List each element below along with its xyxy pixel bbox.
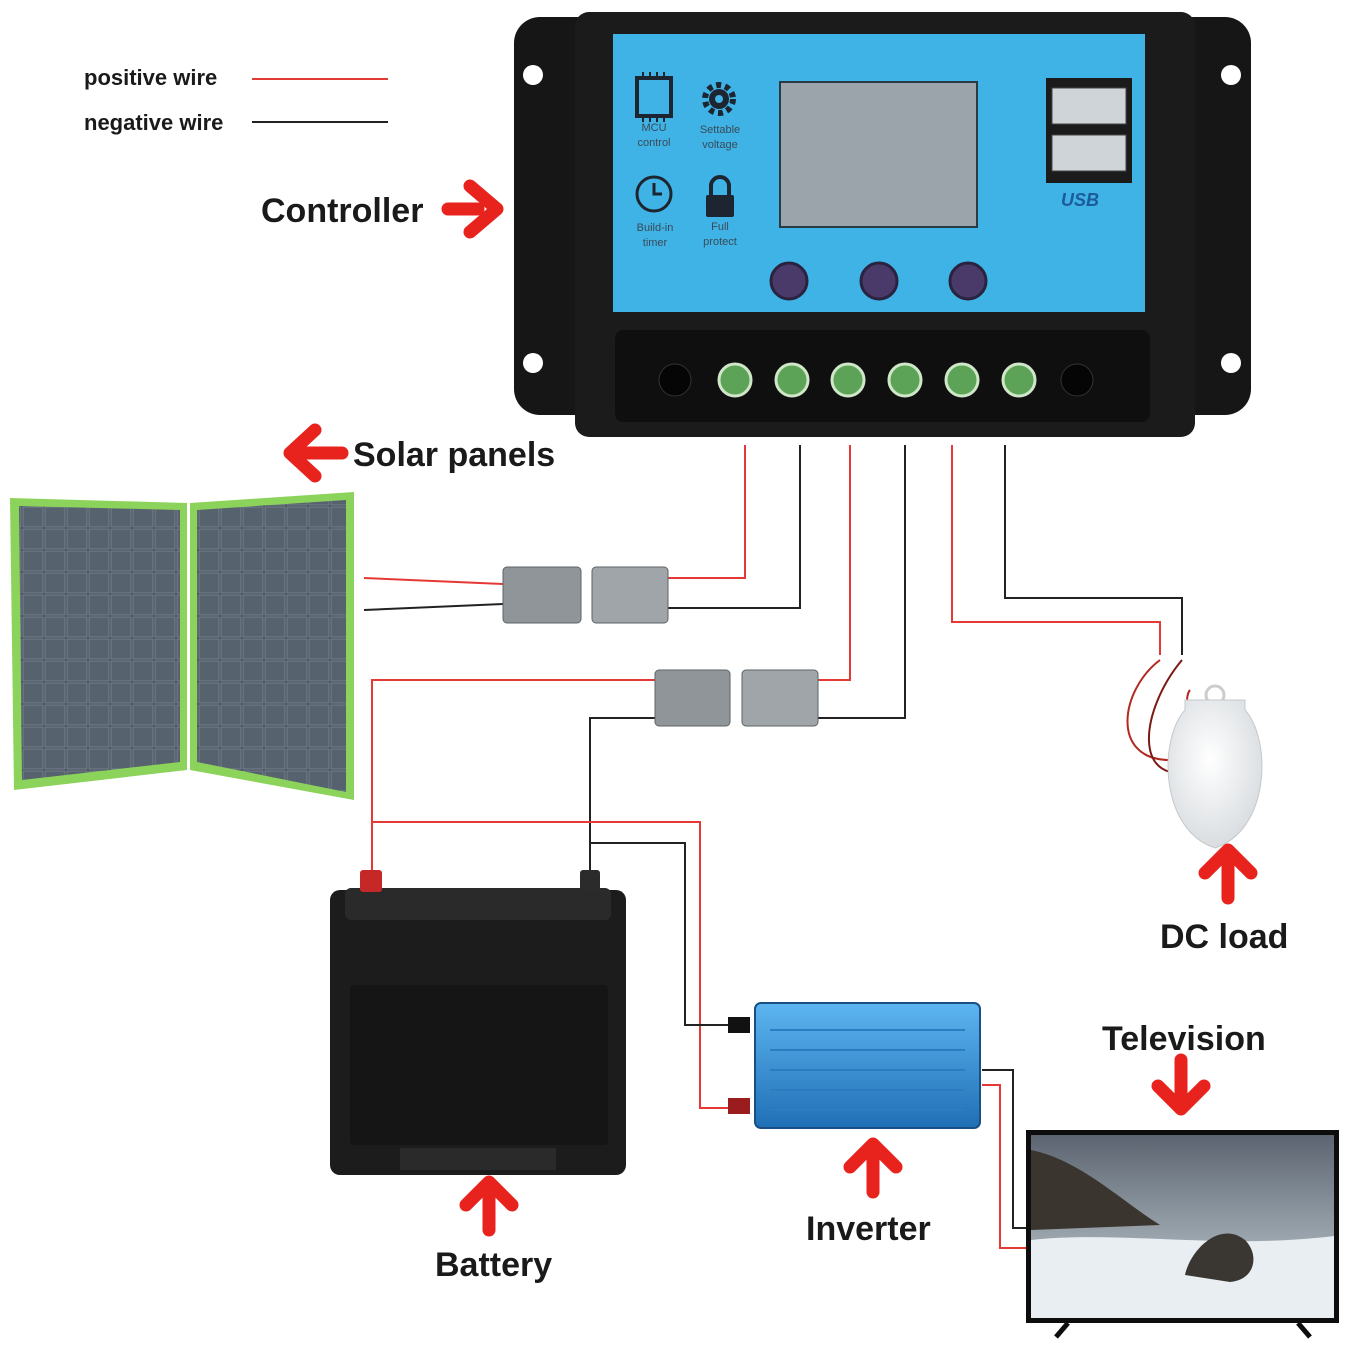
settable-label-1: Settable xyxy=(700,124,740,136)
bulb xyxy=(1167,699,1263,849)
battery-positive-wire xyxy=(818,445,851,681)
chip-icon xyxy=(635,72,673,122)
battery-lid xyxy=(345,888,611,920)
screw-terminal xyxy=(1001,362,1037,398)
battery-handle xyxy=(400,1148,556,1170)
negative-wire-label: negative wire xyxy=(84,110,223,135)
inverter-label: Inverter xyxy=(806,1210,931,1248)
wiring xyxy=(363,445,1183,1249)
solar-panels-label: Solar panels xyxy=(353,436,555,474)
dc-load-label: DC load xyxy=(1160,918,1288,956)
controller-button xyxy=(859,261,899,301)
arrow-icon xyxy=(843,1137,903,1199)
screw-terminal xyxy=(944,362,980,398)
panel-cells xyxy=(19,506,180,780)
legend: positive wire negative wire xyxy=(84,65,388,135)
timer-label-2: timer xyxy=(643,237,668,249)
connector-plug xyxy=(654,669,731,727)
solar-negative-wire xyxy=(668,445,801,609)
tv-cliff xyxy=(1031,1150,1160,1230)
screw-terminal xyxy=(887,362,923,398)
usb-port xyxy=(1051,87,1127,125)
mount-hole xyxy=(1221,65,1241,85)
inverter-negative-wire xyxy=(590,842,728,1026)
inverter-positive-post xyxy=(728,1098,750,1114)
battery-plus-lead xyxy=(371,679,655,870)
battery-positive-terminal xyxy=(360,870,382,892)
panel-cells xyxy=(197,500,346,792)
television-label: Television xyxy=(1102,1020,1266,1058)
arrow-icon xyxy=(283,423,349,483)
tv-feet xyxy=(1054,1321,1312,1339)
charge-controller: MCU control Settable voltage Build-in ti… xyxy=(514,12,1251,437)
terminal-strip xyxy=(615,330,1150,422)
arrow-icon xyxy=(1198,843,1258,905)
solar-positive-wire xyxy=(668,445,746,579)
screw-terminal xyxy=(830,362,866,398)
battery xyxy=(330,870,626,1175)
protect-label-1: Full xyxy=(711,221,729,233)
inverter-positive-wire xyxy=(372,821,728,1109)
mcu-label-2: control xyxy=(637,137,670,149)
timer-label-1: Build-in xyxy=(637,222,674,234)
solar-panel xyxy=(10,492,354,800)
cable-gland xyxy=(1060,363,1094,397)
cable-gland xyxy=(658,363,692,397)
mount-hole xyxy=(523,65,543,85)
load-positive-wire xyxy=(951,445,1161,655)
arrow-icon xyxy=(1151,1053,1211,1116)
dc-load-bulb xyxy=(1126,659,1263,849)
arrow-icon xyxy=(441,179,504,239)
tv-negative-wire xyxy=(982,1069,1028,1229)
connector-plug xyxy=(591,566,669,624)
inverter-negative-post xyxy=(728,1017,750,1033)
lcd-screen xyxy=(779,81,978,228)
mount-hole xyxy=(1221,353,1241,373)
battery-negative-terminal xyxy=(580,870,600,892)
panel-positive-wire xyxy=(363,577,504,585)
clock-icon xyxy=(635,175,673,213)
lock-icon xyxy=(706,175,734,217)
controller-label: Controller xyxy=(261,192,423,230)
connector-plug xyxy=(502,566,582,624)
panel-negative-wire xyxy=(363,603,504,611)
battery-front-panel xyxy=(350,985,608,1145)
protect-label-2: protect xyxy=(703,236,737,248)
tv-rock xyxy=(1185,1233,1254,1282)
tv-waves xyxy=(1031,1236,1334,1318)
television xyxy=(1026,1130,1339,1339)
battery-minus-lead xyxy=(589,717,655,870)
usb-port xyxy=(1051,134,1127,172)
anderson-connectors xyxy=(502,566,819,727)
arrow-icon xyxy=(459,1175,519,1237)
connector-plug xyxy=(741,669,819,727)
inverter-fins xyxy=(770,1029,965,1111)
tv-positive-wire xyxy=(982,1084,1028,1249)
mcu-label-1: MCU xyxy=(641,122,666,134)
screw-terminal xyxy=(774,362,810,398)
positive-wire-label: positive wire xyxy=(84,65,217,90)
mount-hole xyxy=(523,353,543,373)
inverter xyxy=(728,1002,981,1129)
controller-button xyxy=(769,261,809,301)
usb-logo: USB xyxy=(1061,190,1099,210)
screw-terminals xyxy=(717,362,1037,398)
battery-negative-wire xyxy=(818,445,906,719)
controller-button xyxy=(948,261,988,301)
gear-icon xyxy=(702,82,736,116)
settable-label-2: voltage xyxy=(702,139,737,151)
load-negative-wire xyxy=(1004,445,1183,655)
screw-terminal xyxy=(717,362,753,398)
battery-label: Battery xyxy=(435,1246,552,1284)
inverter-body xyxy=(754,1002,981,1129)
